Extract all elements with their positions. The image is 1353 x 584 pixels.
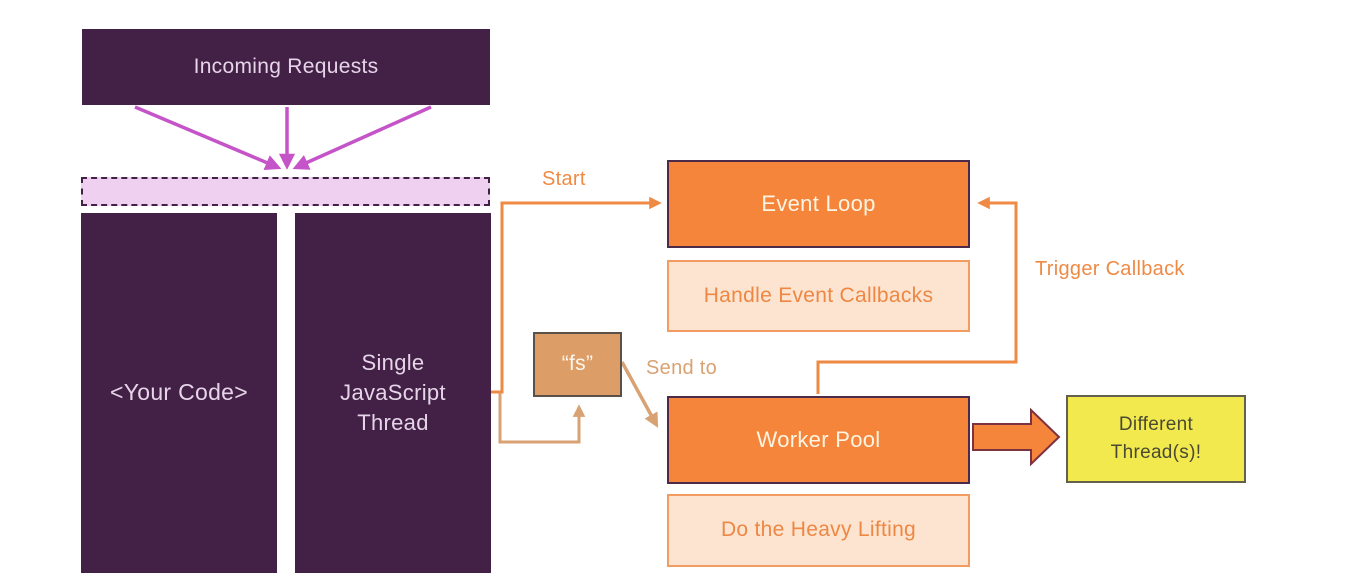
node-do-the-heavy-lifting: Do the Heavy Lifting xyxy=(667,494,970,567)
edge-label-start: Start xyxy=(542,168,586,190)
incoming-arrow-right xyxy=(292,105,432,170)
incoming-arrow-left xyxy=(134,105,282,171)
incoming-request-arrows xyxy=(134,105,432,171)
node-incoming-requests: Incoming Requests xyxy=(82,29,490,105)
node-your-code: <Your Code> xyxy=(81,213,277,573)
worker-to-threads-block-arrow xyxy=(972,407,1061,467)
node-event-loop: Event Loop xyxy=(667,160,970,248)
node-handle-event-callbacks: Handle Event Callbacks xyxy=(667,260,970,332)
edge-label-trigger-callback: Trigger Callback xyxy=(1035,258,1185,280)
node-different-threads: Different Thread(s)! xyxy=(1066,395,1246,483)
node-fs-module: “fs” xyxy=(533,332,622,397)
node-worker-pool: Worker Pool xyxy=(667,396,970,484)
edge-label-send-to: Send to xyxy=(646,357,718,379)
thread-to-fs-arrow xyxy=(498,393,586,444)
request-buffer-box xyxy=(81,177,490,206)
node-single-javascript-thread: Single JavaScript Thread xyxy=(295,213,491,573)
